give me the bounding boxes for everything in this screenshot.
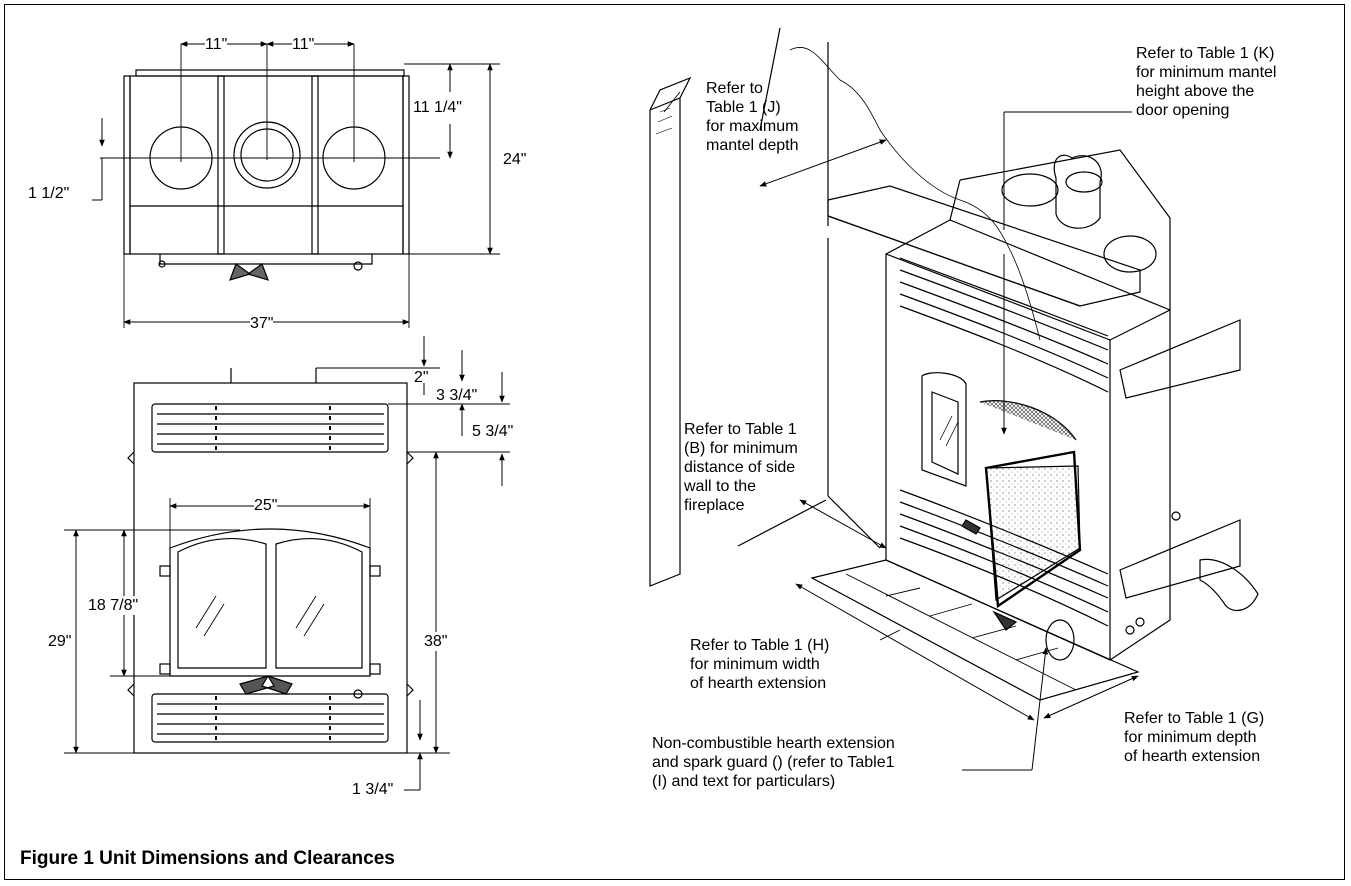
flue-adaptor [1053,154,1102,229]
door-glass-right [275,537,363,669]
side-shelf-upper [1119,319,1241,399]
top-view-divider-left [217,75,225,255]
unit-side-face [1109,309,1171,661]
dim-door-top-height: 29" [48,632,72,651]
top-view-divider-right [311,75,319,255]
dim-flue-spacing-left: 11" [205,35,228,54]
dim-door-height: 18 7/8" [88,596,139,615]
top-view-ashlip [159,254,373,265]
callout-side-wall: Refer to Table 1 (B) for minimum distanc… [684,421,798,514]
isometric-view [649,27,1259,771]
top-view-body [129,75,404,255]
side-outlet [1199,558,1259,612]
top-view [92,41,500,328]
door-glass-left [177,537,267,669]
dim-flue-spacing-right: 11" [292,35,315,54]
door-handle-front-icon [239,675,293,695]
callout-hearth-spark-guard: Non-combustible hearth extension and spa… [652,735,895,790]
top-view-left-flange [123,75,131,255]
dim-upper-louver-top: 3 3/4" [436,387,478,404]
upper-louver [151,403,389,453]
figure-frame [4,4,1345,880]
side-wall-board [649,97,681,587]
callout-mantel-depth: Refer to Table 1 (J) for maximum mantel … [706,80,799,154]
callout-hearth-depth: Refer to Table 1 (G) for minimum depth o… [1124,710,1265,765]
dim-door-width: 25" [254,496,278,515]
iso-lower-louver [899,489,1109,627]
iso-upper-louver [899,257,1109,393]
callout-mantel-height: Refer to Table 1 (K) for minimum mantel … [1136,45,1277,119]
hearth-extension [810,559,1140,701]
dim-depth: 24" [503,151,527,168]
callout-hearth-width: Refer to Table 1 (H) for minimum width o… [690,637,830,692]
door-frame [169,528,371,677]
figure-caption: Figure 1 Unit Dimensions and Clearances [20,848,395,869]
top-view-right-flange [402,75,410,255]
dim-flue-from-rear: 11 1/4" [413,99,462,116]
front-view-body [133,382,408,754]
dim-bottom-offset: 1 3/4" [352,781,394,798]
spark-screen-mesh [979,400,1077,441]
dim-width: 37" [250,314,274,333]
iso-door-left [921,372,967,487]
iso-door-right [984,450,1082,609]
room-wall-corner [759,27,881,549]
top-flue-outlet [1103,235,1157,273]
top-view-rear-lip [135,69,405,77]
dim-total-height: 38" [424,632,448,651]
dim-upper-louver-bottom: 5 3/4" [472,423,514,440]
dim-top-offset: 2" [414,369,429,386]
side-shelf-lower [1119,519,1241,599]
dim-flue-offset: 1 1/2" [28,185,70,202]
lower-louver [151,693,389,743]
mantel [827,185,1141,307]
door-handle-top-icon [229,263,269,281]
